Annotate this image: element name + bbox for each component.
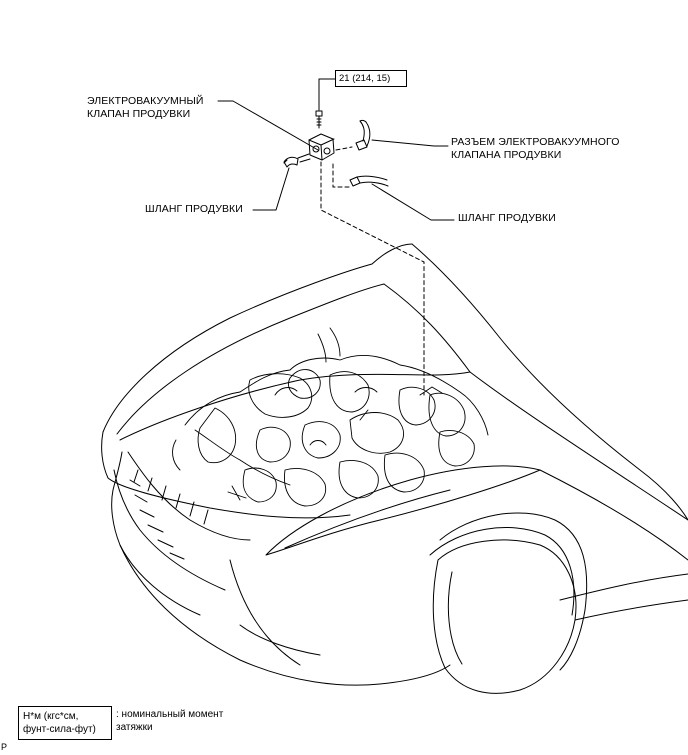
car-body-outline — [101, 243, 688, 694]
legend-description: : номинальный момент затяжки — [116, 708, 223, 734]
connector-label-line1: РАЗЪЕМ ЭЛЕКТРОВАКУУМНОГО — [451, 136, 620, 148]
corner-mark: P — [1, 742, 8, 752]
connector-icon — [355, 119, 371, 151]
legend-unit-box: Н*м (кгс*см, фунт-сила-фут) — [18, 706, 112, 740]
connector-label-line2: КЛАПАНА ПРОДУВКИ — [451, 149, 562, 161]
hose-left-label: ШЛАНГ ПРОДУВКИ — [145, 203, 243, 215]
vsv-label: ЭЛЕКТРОВАКУУМНЫЙ КЛАПАН ПРОДУВКИ — [87, 95, 204, 121]
torque-spec-box: 21 (214, 15) — [335, 70, 407, 87]
engine-components — [172, 327, 489, 507]
leader-lines — [217, 78, 455, 221]
legend-unit-line2: фунт-сила-фут) — [23, 724, 96, 735]
legend-desc-line2: затяжки — [116, 722, 153, 733]
torque-spec-value: 21 (214, 15) — [339, 73, 391, 84]
legend-desc-line1: : номинальный момент — [116, 709, 224, 720]
vsv-label-line1: ЭЛЕКТРОВАКУУМНЫЙ — [87, 95, 204, 107]
legend-unit-line1: Н*м (кгс*см, — [23, 711, 79, 722]
dashed-location-lines — [320, 146, 425, 396]
vsv-valve-icon — [297, 110, 335, 163]
connector-label: РАЗЪЕМ ЭЛЕКТРОВАКУУМНОГО КЛАПАНА ПРОДУВК… — [451, 136, 619, 162]
vsv-label-line2: КЛАПАН ПРОДУВКИ — [87, 108, 191, 120]
hose-left-icon — [283, 156, 299, 168]
hose-right-label: ШЛАНГ ПРОДУВКИ — [458, 212, 556, 224]
hose-right-icon — [349, 175, 389, 187]
